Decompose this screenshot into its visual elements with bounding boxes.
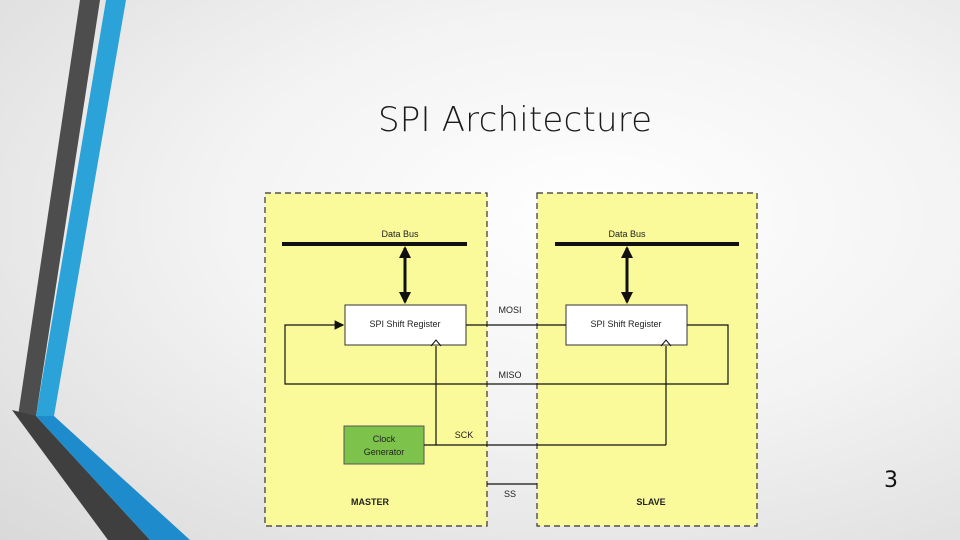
decor-dark-stripe (18, 0, 100, 416)
ss-label: SS (504, 489, 516, 499)
mosi-label: MOSI (498, 305, 521, 315)
slave-label: SLAVE (636, 497, 665, 507)
clock-generator-label-line2: Generator (364, 447, 405, 457)
master-clock-input-marker (430, 339, 442, 347)
slave-data-bus-label: Data Bus (608, 229, 646, 239)
page-number: 3 (884, 468, 898, 493)
miso-loop (284, 320, 729, 385)
slave-shift-register-label: SPI Shift Register (590, 319, 661, 329)
slave-bus-arrow-down (621, 292, 633, 304)
master-data-bus-label: Data Bus (381, 229, 419, 239)
slave-shift-register (565, 304, 688, 346)
slide-title: SPI Architecture (378, 100, 653, 140)
master-bus-arrow-down (399, 292, 411, 304)
clock-generator (343, 425, 425, 465)
slave-bus-arrow-up (621, 246, 633, 258)
master-label: MASTER (351, 497, 390, 507)
decor-blue-base (36, 416, 190, 540)
master-shift-register-label: SPI Shift Register (369, 319, 440, 329)
master-bus-arrow-up (399, 246, 411, 258)
miso-label: MISO (498, 370, 521, 380)
decor-dark-base (12, 410, 150, 540)
sck-label: SCK (455, 430, 474, 440)
slave-clock-input-marker (660, 339, 672, 347)
decor-blue-stripe (36, 0, 126, 416)
clock-generator-label-line1: Clock (373, 434, 396, 444)
slave-panel (536, 192, 758, 527)
spi-architecture-diagram: Data Bus Data Bus SPI Shift Register SPI… (264, 192, 758, 527)
master-panel (264, 192, 488, 527)
